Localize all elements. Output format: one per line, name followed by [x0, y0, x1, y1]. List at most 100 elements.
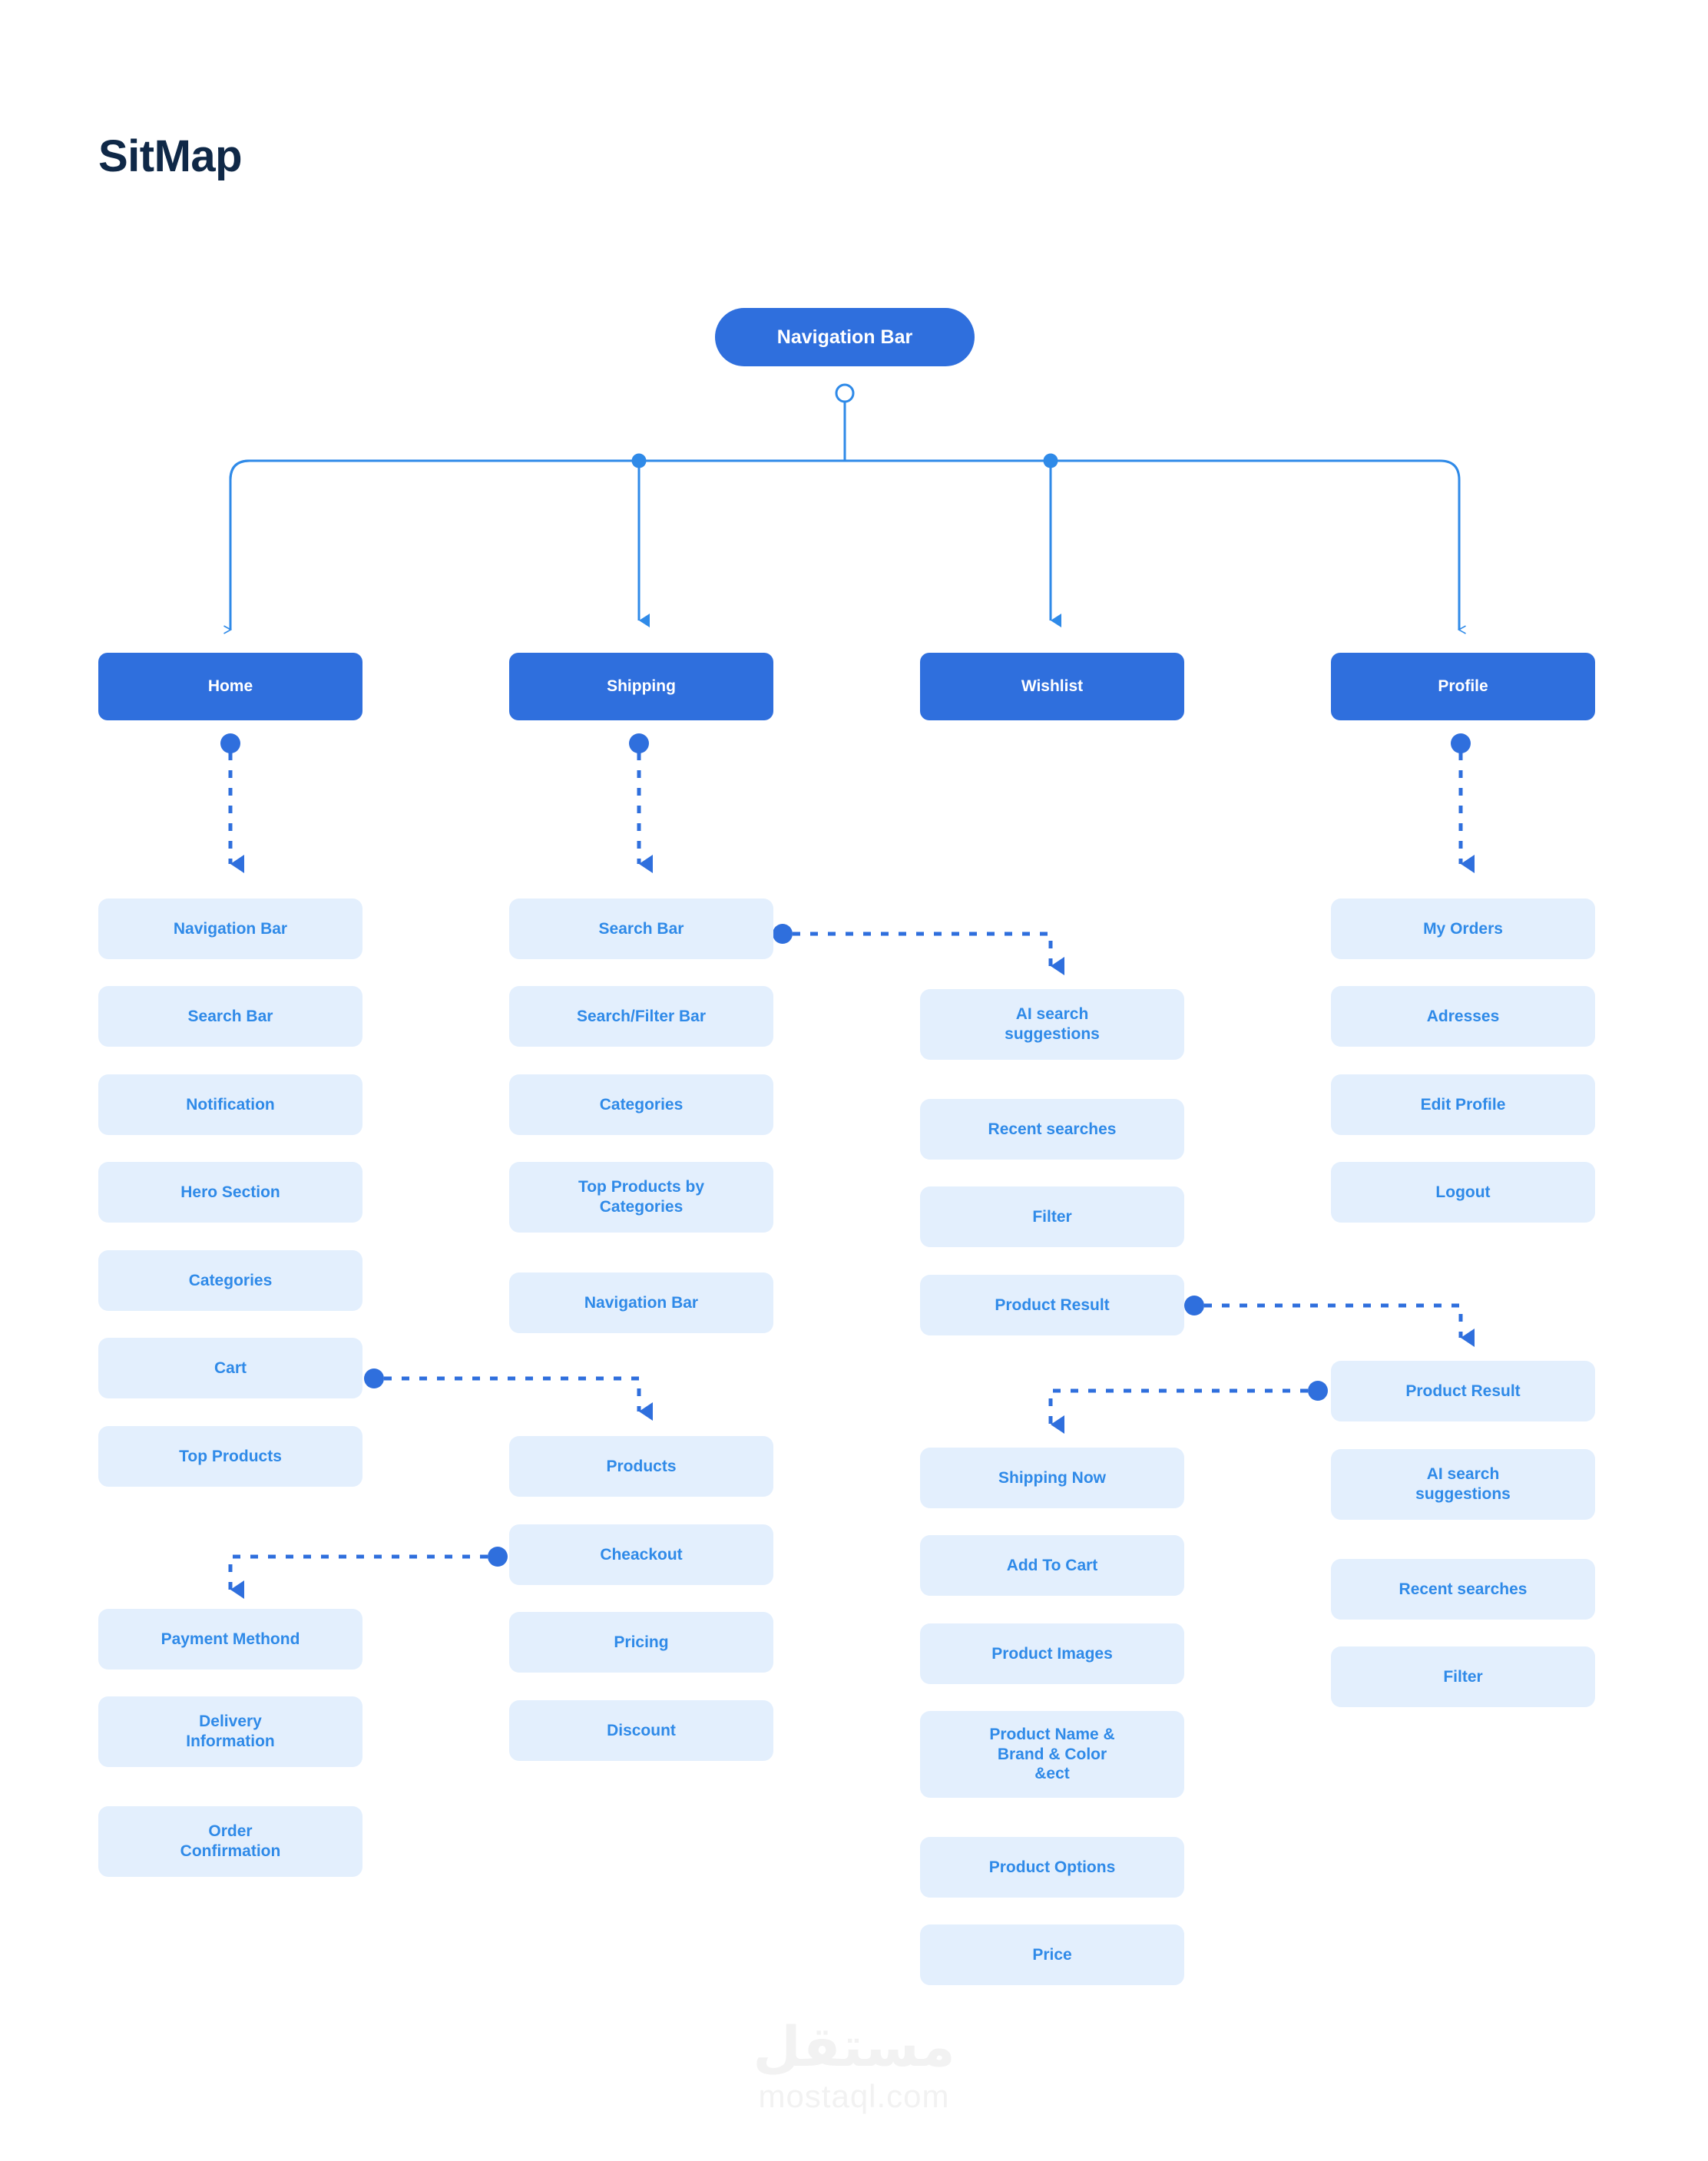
leaf-node[interactable]: Edit Profile: [1331, 1074, 1595, 1135]
leaf-node-label: Search Bar: [598, 919, 684, 938]
leaf-node[interactable]: Product Images: [920, 1623, 1184, 1684]
primary-node-wishlist[interactable]: Wishlist: [920, 653, 1184, 720]
link-checkout-to-payment: [228, 1547, 508, 1599]
leaf-node[interactable]: Filter: [920, 1186, 1184, 1247]
link-cart-to-products: [364, 1368, 653, 1421]
leaf-node-label: Notification: [186, 1095, 275, 1114]
link-searchbar-to-ai-suggestions: [773, 924, 1064, 975]
leaf-node[interactable]: Adresses: [1331, 986, 1595, 1047]
link-profile-result-to-shipping-now: [1048, 1381, 1328, 1434]
leaf-node-checkout[interactable]: Cheackout: [509, 1524, 773, 1585]
leaf-node-label: Navigation Bar: [173, 919, 288, 938]
leaf-node-label: Search/Filter Bar: [576, 1007, 707, 1025]
leaf-node-products[interactable]: Products: [509, 1436, 773, 1497]
leaf-node-label: Product Options: [988, 1858, 1116, 1876]
leaf-node[interactable]: Pricing: [509, 1612, 773, 1673]
leaf-node[interactable]: Navigation Bar: [509, 1272, 773, 1333]
drop-shipping: [629, 733, 653, 873]
leaf-node-label: Top Products: [179, 1447, 282, 1465]
leaf-node[interactable]: Categories: [98, 1250, 362, 1311]
link-wishlist-result-to-profile-result: [1184, 1296, 1475, 1347]
leaf-node-label: Hero Section: [180, 1183, 280, 1201]
leaf-node-label: Cart: [214, 1358, 247, 1377]
leaf-node-payment-method[interactable]: Payment Methond: [98, 1609, 362, 1670]
leaf-node-label: Product Result: [995, 1296, 1110, 1314]
leaf-node-label: My Orders: [1423, 919, 1503, 938]
leaf-node-label: Product Result: [1405, 1382, 1521, 1400]
primary-node-label: Home: [207, 677, 253, 696]
watermark: مستقل mostaql.com: [0, 2020, 1708, 2119]
primary-node-label: Shipping: [607, 677, 676, 696]
leaf-node[interactable]: Notification: [98, 1074, 362, 1135]
primary-node-home[interactable]: Home: [98, 653, 362, 720]
leaf-node-label: Categories: [599, 1095, 684, 1114]
leaf-node-label: Shipping Now: [998, 1468, 1106, 1487]
leaf-node-label: Navigation Bar: [584, 1293, 699, 1312]
leaf-node[interactable]: Hero Section: [98, 1162, 362, 1223]
leaf-node[interactable]: Price: [920, 1924, 1184, 1985]
leaf-node[interactable]: Product Name &Brand & Color&ect: [920, 1711, 1184, 1798]
leaf-node-label: Recent searches: [1399, 1580, 1528, 1598]
primary-node-shipping[interactable]: Shipping: [509, 653, 773, 720]
watermark-arabic: مستقل: [753, 2017, 955, 2078]
watermark-latin: mostaql.com: [758, 2078, 950, 2114]
leaf-node-product-result[interactable]: Product Result: [920, 1275, 1184, 1335]
leaf-node-label: Edit Profile: [1420, 1095, 1506, 1114]
primary-node-label: Wishlist: [1021, 677, 1084, 696]
leaf-node-label: Add To Cart: [1006, 1556, 1098, 1574]
leaf-node[interactable]: Navigation Bar: [98, 898, 362, 959]
root-node-label: Navigation Bar: [776, 326, 913, 348]
root-connector: [835, 383, 855, 461]
leaf-node-label: Pricing: [614, 1633, 669, 1651]
leaf-node-product-result[interactable]: Product Result: [1331, 1361, 1595, 1421]
leaf-node[interactable]: Filter: [1331, 1646, 1595, 1707]
leaf-node[interactable]: Search/Filter Bar: [509, 986, 773, 1047]
leaf-node-label: Search Bar: [187, 1007, 273, 1025]
leaf-node-label: Filter: [1032, 1207, 1072, 1226]
primary-node-profile[interactable]: Profile: [1331, 653, 1595, 720]
leaf-node[interactable]: My Orders: [1331, 898, 1595, 959]
leaf-node-label: Discount: [607, 1721, 676, 1739]
leaf-node[interactable]: Logout: [1331, 1162, 1595, 1223]
leaf-node[interactable]: Product Options: [920, 1837, 1184, 1898]
leaf-node-search-bar[interactable]: Search Bar: [509, 898, 773, 959]
root-node-navigation-bar[interactable]: Navigation Bar: [715, 308, 975, 366]
leaf-node[interactable]: Recent searches: [920, 1099, 1184, 1160]
leaf-node[interactable]: Discount: [509, 1700, 773, 1761]
leaf-node-label: Adresses: [1426, 1007, 1500, 1025]
leaf-node[interactable]: Categories: [509, 1074, 773, 1135]
leaf-node[interactable]: Search Bar: [98, 986, 362, 1047]
leaf-node-label: Price: [1032, 1945, 1072, 1964]
page-title: SitMap: [98, 131, 243, 181]
branch-bus: [230, 459, 1459, 630]
leaf-node-label: Recent searches: [988, 1120, 1117, 1138]
drop-profile: [1451, 733, 1475, 873]
leaf-node[interactable]: Top Products: [98, 1426, 362, 1487]
leaf-node-label: Products: [606, 1457, 677, 1475]
bus-drop-shipping: [631, 453, 650, 627]
leaf-node-cart[interactable]: Cart: [98, 1338, 362, 1398]
leaf-node-label: Payment Methond: [161, 1630, 300, 1648]
primary-node-label: Profile: [1438, 677, 1488, 696]
leaf-node-label: Categories: [188, 1271, 273, 1289]
leaf-node[interactable]: Add To Cart: [920, 1535, 1184, 1596]
leaf-node-label: Cheackout: [600, 1545, 683, 1564]
drop-home: [220, 733, 244, 873]
leaf-node[interactable]: Recent searches: [1331, 1559, 1595, 1620]
leaf-node-label: Logout: [1435, 1183, 1491, 1201]
leaf-node-label: Filter: [1443, 1667, 1483, 1686]
leaf-node-label: Product Name &Brand & Color&ect: [989, 1726, 1115, 1783]
bus-drop-wishlist: [1043, 453, 1061, 627]
leaf-node-shipping-now[interactable]: Shipping Now: [920, 1448, 1184, 1508]
